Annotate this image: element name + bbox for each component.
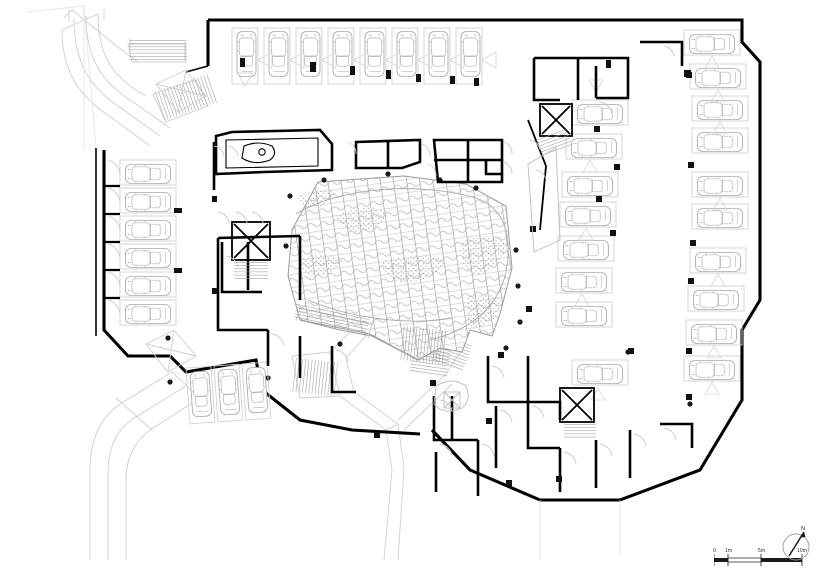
building-south xyxy=(266,330,694,496)
central-courtyard xyxy=(287,175,513,365)
courtyard-stipple-patches xyxy=(298,189,508,329)
north-stair xyxy=(234,262,268,280)
northeast-core xyxy=(539,103,573,137)
north-circle xyxy=(782,533,810,561)
site-boundary-thin xyxy=(95,65,209,336)
ramp-stair-treads xyxy=(129,40,218,121)
south-core xyxy=(559,387,595,423)
scale-bar: 0 1m 5m 10m xyxy=(713,548,810,570)
scale-segment-dark-2 xyxy=(761,558,802,562)
courtyard-stair-south xyxy=(400,326,448,365)
west-bay-partitions xyxy=(104,184,120,300)
parking-west xyxy=(104,159,182,326)
parking-south xyxy=(185,361,272,425)
scale-label-5m: 5m xyxy=(758,548,766,554)
parking-north xyxy=(231,27,497,87)
parking-east-inner xyxy=(526,79,634,401)
scale-ticks xyxy=(713,554,803,566)
north-rooms-centre xyxy=(347,119,547,231)
building-north xyxy=(212,128,334,332)
north-needle-head xyxy=(800,532,806,538)
north-doors xyxy=(213,145,264,269)
road-southwest xyxy=(89,371,201,560)
north-stall-door-swings xyxy=(257,51,497,69)
south-fixture xyxy=(433,380,469,412)
site-markers-diamond xyxy=(145,69,207,373)
north-label: N xyxy=(801,526,805,532)
west-bay-doors xyxy=(107,159,121,315)
building-northeast xyxy=(527,40,691,253)
scale-label-1m: 1m xyxy=(725,548,733,554)
scale-segment-dark-1 xyxy=(714,558,728,562)
north-stall-posts xyxy=(240,58,479,86)
east-outer-swings xyxy=(704,55,728,395)
construction-lines xyxy=(25,5,621,560)
north-core xyxy=(231,221,271,261)
east-inner-swings xyxy=(574,79,606,401)
scale-label-0: 0 xyxy=(713,548,716,554)
scale-segment-light xyxy=(727,557,762,563)
north-arrow: N xyxy=(780,526,816,563)
parking-east-outer xyxy=(683,29,749,400)
scale-label-10m: 10m xyxy=(797,548,808,554)
courtyard-terrace-steps xyxy=(293,304,370,336)
